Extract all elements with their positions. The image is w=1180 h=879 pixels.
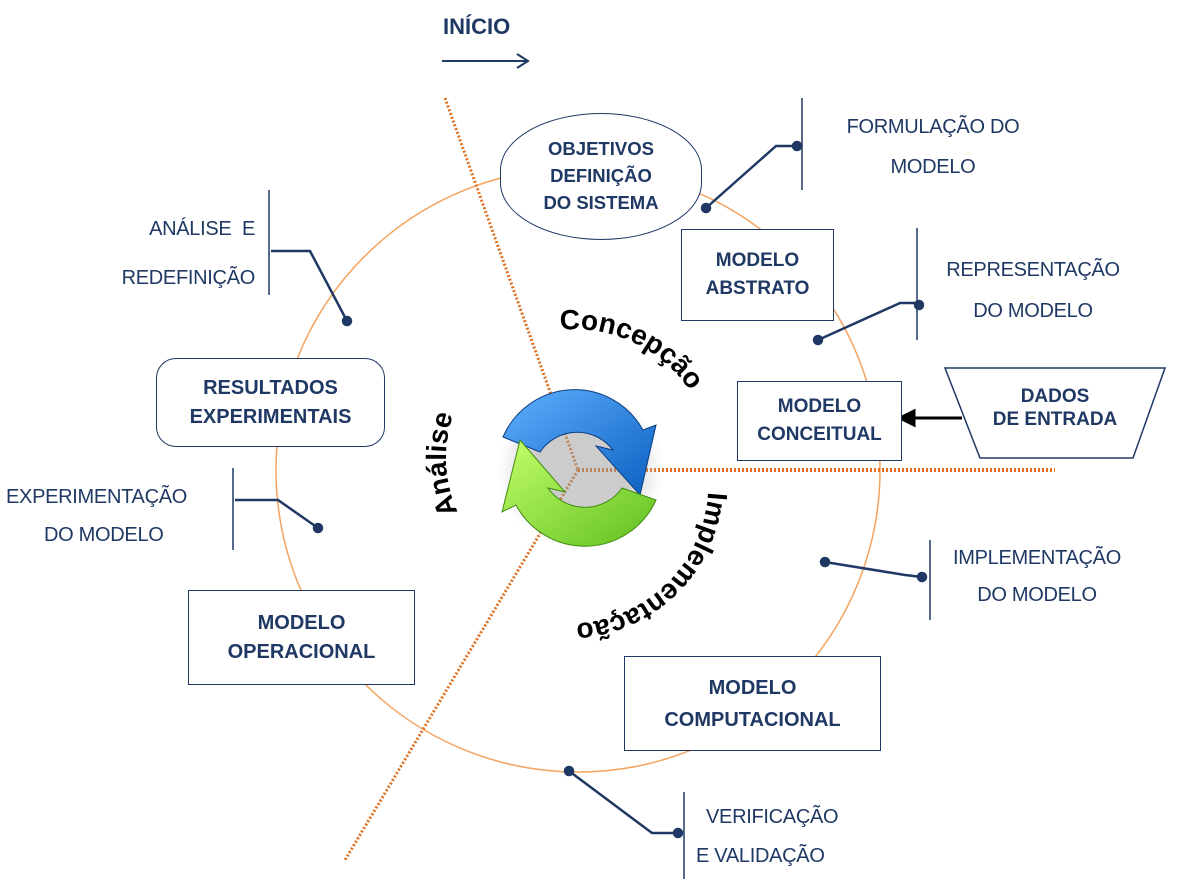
node-dados-entrada: DADOS DE ENTRADA <box>975 374 1135 444</box>
connector-verificacao <box>563 765 685 879</box>
step-verificacao-line-2: E VALIDAÇÃO <box>696 845 825 867</box>
node-modelo-operacional-line-2: OPERACIONAL <box>227 640 376 663</box>
node-modelo-conceitual-line-1: MODELO <box>777 396 862 418</box>
step-implementacao-line-1: IMPLEMENTAÇÃO <box>953 547 1121 569</box>
connector-experimentacao <box>232 468 324 550</box>
connector-analise <box>268 190 353 327</box>
step-analise-line-1: ANÁLISE E <box>149 218 255 240</box>
step-experimentacao-line-2: DO MODELO <box>44 524 164 546</box>
step-implementacao: IMPLEMENTAÇÃO DO MODELO <box>930 540 1144 614</box>
step-experimentacao-line-1: EXPERIMENTAÇÃO <box>6 486 188 508</box>
node-modelo-abstrato: MODELO ABSTRATO <box>681 229 834 321</box>
node-objetivos-line-1: OBJETIVOS <box>548 138 654 160</box>
node-modelo-computacional-line-2: COMPUTACIONAL <box>664 708 841 731</box>
node-modelo-abstrato-line-2: ABSTRATO <box>705 278 810 299</box>
phase-analise: Análise <box>421 408 463 521</box>
node-dados-entrada-line-1: DADOS <box>1020 386 1090 408</box>
node-objetivos: OBJETIVOS DEFINIÇÃO DO SISTEMA <box>500 113 702 240</box>
node-modelo-conceitual: MODELO CONCEITUAL <box>737 381 902 461</box>
step-experimentacao: EXPERIMENTAÇÃO DO MODELO <box>6 478 232 554</box>
node-modelo-computacional-line-1: MODELO <box>708 676 797 699</box>
right-arrow-icon <box>442 53 530 69</box>
step-representacao: REPRESENTAÇÃO DO MODELO <box>925 250 1141 332</box>
step-verificacao-line-1: VERIFICAÇÃO <box>706 806 839 828</box>
step-formulacao: FORMULAÇÃO DO MODELO <box>828 107 1038 187</box>
step-implementacao-line-2: DO MODELO <box>977 584 1097 606</box>
node-dados-entrada-line-2: DE ENTRADA <box>992 409 1118 430</box>
arrow-dados-to-conceitual <box>896 408 962 428</box>
node-objetivos-line-2: DEFINIÇÃO <box>550 165 652 187</box>
node-resultados-line-1: RESULTADOS <box>203 376 338 399</box>
connector-formulacao <box>700 98 803 214</box>
node-modelo-abstrato-line-1: MODELO <box>715 250 800 272</box>
start-label: INÍCIO <box>443 14 511 39</box>
step-formulacao-line-2: MODELO <box>890 156 976 178</box>
refresh-cycle-icon <box>497 389 665 550</box>
step-analise-line-2: REDEFINIÇÃO <box>121 267 256 289</box>
node-objetivos-line-3: DO SISTEMA <box>543 191 659 213</box>
connector-representacao <box>812 228 925 346</box>
step-formulacao-line-1: FORMULAÇÃO DO <box>846 116 1020 138</box>
node-modelo-operacional: MODELO OPERACIONAL <box>188 590 415 685</box>
connector-implementacao <box>819 540 931 620</box>
node-modelo-operacional-line-1: MODELO <box>257 611 346 634</box>
node-modelo-conceitual-line-2: CONCEITUAL <box>757 424 882 445</box>
step-representacao-line-1: REPRESENTAÇÃO <box>946 259 1120 281</box>
step-representacao-line-2: DO MODELO <box>973 300 1093 322</box>
dados-entrada-shape <box>943 367 1167 459</box>
node-modelo-computacional: MODELO COMPUTACIONAL <box>624 656 881 751</box>
step-verificacao: VERIFICAÇÃO E VALIDAÇÃO <box>696 798 876 876</box>
node-resultados-line-2: EXPERIMENTAIS <box>189 405 352 428</box>
node-resultados-experimentais: RESULTADOS EXPERIMENTAIS <box>156 358 385 447</box>
step-analise: ANÁLISE E REDEFINIÇÃO <box>95 205 256 303</box>
